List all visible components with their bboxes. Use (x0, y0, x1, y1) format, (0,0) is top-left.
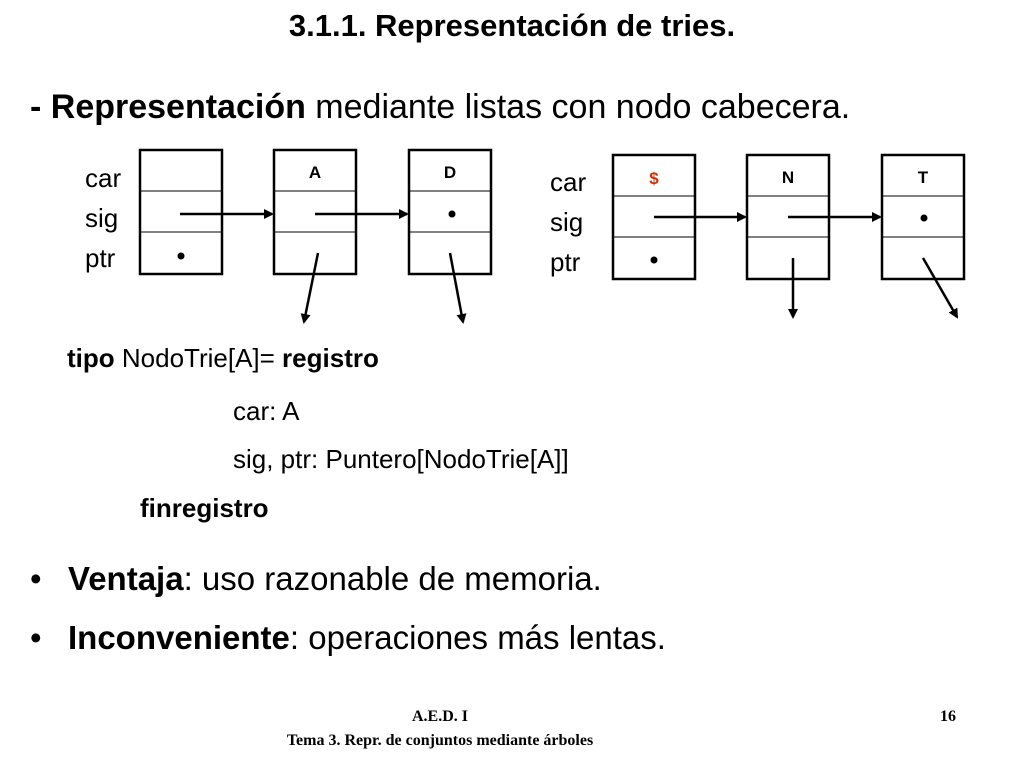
footer-page-number: 16 (940, 708, 956, 725)
type-name: NodoTrie[A] (114, 343, 260, 373)
ptr-arrow (448, 252, 467, 324)
null-dot (920, 214, 928, 222)
equals-sign: = (259, 343, 275, 373)
left-node-a: A (272, 148, 358, 276)
keyword-finregistro: finregistro (140, 493, 269, 523)
field-car-line: car: A (233, 396, 300, 426)
slide-title: 3.1.1. Representación de tries. (288, 8, 736, 43)
bullet-symbol: • (30, 560, 42, 597)
null-dot (177, 252, 185, 260)
node-char: A (309, 163, 321, 182)
label-sig: sig (85, 203, 119, 233)
type-declaration: tipo NodoTrie[A]= registro (67, 343, 379, 374)
left-field-labels: car sig ptr (85, 158, 121, 278)
bullet-bold: Inconveniente (68, 619, 290, 656)
footer-course: A.E.D. I (411, 708, 468, 725)
subtitle-rest: mediante listas con nodo cabecera. (305, 88, 851, 126)
bullet-rest: : operaciones más lentas. (289, 619, 666, 656)
subtitle-bold: - Representación (30, 88, 306, 126)
keyword-tipo: tipo (67, 343, 115, 373)
field-sig-ptr-line: sig, ptr: Puntero[NodoTrie[A]] (233, 444, 569, 474)
section-subtitle: - Representación mediante listas con nod… (30, 88, 850, 127)
ptr-arrow (300, 252, 320, 324)
ptr-arrow (921, 257, 959, 319)
null-dot (448, 210, 456, 218)
left-header-node (138, 148, 224, 276)
label-sig: sig (550, 207, 584, 237)
bullet-rest: : uso razonable de memoria. (183, 560, 602, 597)
node-char: T (918, 168, 929, 187)
footer-topic: Tema 3. Repr. de conjuntos mediante árbo… (286, 732, 594, 749)
node-char: $ (649, 169, 659, 188)
label-car: car (85, 163, 122, 193)
bullet-symbol: • (30, 619, 42, 656)
right-field-labels: car sig ptr (550, 162, 586, 282)
node-char: D (444, 163, 456, 182)
label-ptr: ptr (85, 243, 116, 273)
node-char: N (782, 168, 794, 187)
null-dot (650, 256, 658, 264)
bullet-bold: Ventaja (68, 560, 184, 597)
bullet-disadvantage: • Inconveniente: operaciones más lentas. (30, 619, 666, 657)
label-ptr: ptr (550, 247, 581, 277)
label-car: car (550, 167, 587, 197)
keyword-registro: registro (274, 343, 379, 373)
bullet-advantage: • Ventaja: uso razonable de memoria. (30, 560, 602, 598)
